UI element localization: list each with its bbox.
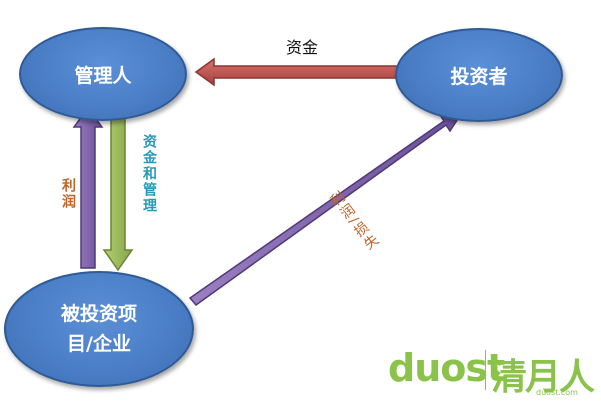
arrow-profit-loss-invested-to-investor [188, 106, 467, 307]
node-investor-label: 投资者 [450, 65, 508, 88]
label-profit: 利润 [60, 178, 76, 210]
logo-chinese: 清月人 [491, 357, 595, 398]
arrow-funds-investor-to-manager [194, 57, 407, 87]
node-invested-label-line2: 目/企业 [67, 333, 131, 355]
label-funds: 资金 [286, 38, 319, 57]
logo-text: duost [388, 346, 505, 390]
label-funds-and-management: 资金和管理 [141, 134, 157, 214]
arrow-profit-invested-to-manager [72, 106, 104, 269]
node-investor: 投资者 [395, 28, 563, 122]
watermark-logo: duost 清月人 duost.com [388, 346, 598, 402]
node-manager: 管理人 [19, 27, 187, 121]
logo-url: duost.com [536, 388, 578, 397]
logo-separator [485, 350, 486, 390]
node-invested-company: 被投资项 目/企业 [4, 271, 194, 387]
node-manager-label: 管理人 [74, 64, 132, 87]
arrow-funds-mgmt-manager-to-invested [102, 113, 134, 272]
node-invested-label-line1: 被投资项 [60, 303, 137, 325]
